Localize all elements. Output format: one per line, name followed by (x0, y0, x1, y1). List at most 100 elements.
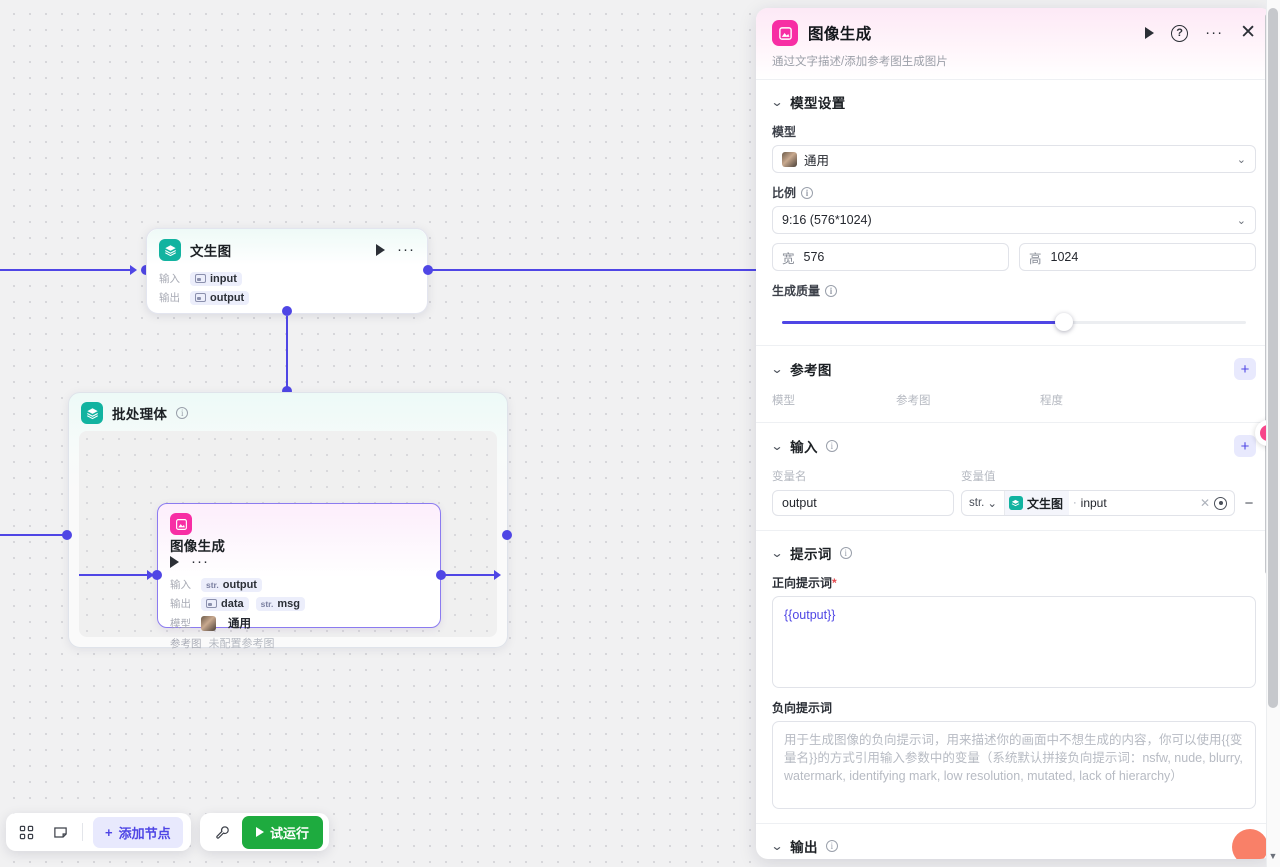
section-header[interactable]: ⌄ 提示词 i (770, 543, 1256, 563)
plus-icon: + (105, 824, 113, 840)
reference-columns: 模型 参考图 程度 (772, 392, 1256, 408)
test-run-label: 试运行 (270, 825, 310, 841)
node-model-value: 通用 (228, 618, 251, 630)
chevron-down-icon[interactable]: ⌄ (770, 839, 784, 853)
wrench-icon[interactable] (210, 820, 234, 844)
node-header: 文生图 ··· (147, 229, 427, 265)
input-type-value: str. (969, 497, 985, 509)
edge-batch-out (445, 574, 499, 576)
section-title: 输入 (790, 440, 818, 455)
node-image-generation[interactable]: 图像生成 ··· 输入 str. output (157, 503, 441, 650)
info-icon[interactable]: i (825, 840, 838, 852)
scroll-down-icon[interactable]: ▼ (1268, 851, 1278, 861)
chevron-down-icon[interactable]: ⌄ (770, 362, 784, 376)
slider-knob[interactable] (1054, 313, 1073, 331)
port-batch-right[interactable] (502, 530, 512, 540)
port-tag-name: input (210, 272, 237, 285)
port-batch-top[interactable] (282, 386, 292, 396)
panel-title: 图像生成 (808, 26, 872, 43)
section-header[interactable]: ⌄ 输出 i (770, 836, 1256, 856)
canvas-toolbar-right[interactable]: 试运行 (200, 813, 330, 851)
more-horizontal-icon[interactable]: ··· (191, 553, 209, 570)
info-icon[interactable]: i (801, 186, 814, 199)
remove-input-button[interactable]: − (1244, 494, 1254, 512)
test-run-button[interactable]: 试运行 (242, 815, 324, 849)
width-input[interactable]: 宽 576 (772, 243, 1009, 271)
edge-incoming-t2i (0, 269, 131, 271)
port-tag: str. output (201, 577, 262, 592)
model-selected-value: 通用 (804, 153, 830, 168)
positive-prompt-input[interactable]: {{output}} (772, 596, 1256, 688)
page-scrollbar-track[interactable]: ▼ (1266, 0, 1280, 867)
floating-assistant-button[interactable] (1232, 829, 1268, 859)
height-input[interactable]: 高 1024 (1019, 243, 1256, 271)
info-icon[interactable]: i (839, 547, 852, 559)
section-header[interactable]: ⌄ 模型设置 (770, 92, 1256, 112)
input-variable-value[interactable]: str. ⌄ 文生图 · input ✕ (961, 490, 1235, 516)
info-icon[interactable]: i (176, 407, 189, 419)
info-icon[interactable]: i (825, 440, 838, 452)
close-icon[interactable]: ✕ (1240, 22, 1256, 43)
canvas-toolbar-left[interactable]: + 添加节点 (6, 813, 191, 851)
chevron-down-icon[interactable]: ⌄ (770, 546, 784, 560)
quality-slider[interactable] (772, 313, 1256, 331)
panel-body[interactable]: ⌄ 模型设置 模型 通用 ⌄ 比例 i 9:16 (576*1024) ⌄ (756, 80, 1272, 859)
more-horizontal-icon[interactable]: ··· (1205, 24, 1224, 41)
port-tag-name: output (210, 291, 245, 304)
section-title: 参考图 (790, 363, 832, 378)
section-header[interactable]: ⌄ 参考图 + (770, 358, 1256, 380)
required-marker: * (832, 576, 837, 590)
batch-inner-canvas[interactable]: 图像生成 ··· 输入 str. output (79, 431, 501, 650)
port-batch-left[interactable] (62, 530, 72, 540)
play-icon[interactable] (376, 244, 385, 256)
chevron-down-icon[interactable]: ⌄ (770, 95, 784, 109)
negative-prompt-input[interactable]: 用于生成图像的负向提示词，用来描述你的画面中不想生成的内容，你可以使用{{变量名… (772, 721, 1256, 809)
port-imggen-input[interactable] (152, 570, 162, 580)
section-input: ⌄ 输入 i + 变量名 变量值 output str. ⌄ (756, 423, 1272, 531)
port-t2i-output[interactable] (423, 265, 433, 275)
node-config-panel[interactable]: 图像生成 ? ··· ✕ 通过文字描述/添加参考图生成图片 ⌄ 模型设置 模型 (756, 8, 1272, 859)
chevron-down-icon: ⌄ (1236, 214, 1246, 227)
grid-icon[interactable] (14, 820, 38, 844)
section-header[interactable]: ⌄ 输入 i + (770, 435, 1256, 457)
chevron-down-icon[interactable]: ⌄ (770, 439, 784, 453)
play-icon[interactable] (1145, 27, 1155, 39)
port-t2i-bottom[interactable] (282, 306, 292, 316)
quality-label-row: 生成质量 i (772, 282, 1256, 299)
node-ports: 输入 str. output 输出 data (158, 571, 440, 661)
port-imggen-output[interactable] (436, 570, 446, 580)
add-node-button[interactable]: + 添加节点 (93, 816, 183, 848)
info-icon[interactable]: i (825, 284, 838, 297)
play-icon[interactable] (170, 556, 179, 568)
more-horizontal-icon[interactable]: ··· (397, 241, 415, 258)
add-input-button[interactable]: + (1234, 435, 1256, 457)
node-batch-container[interactable]: 批处理体 i 图像生成 ··· (68, 392, 508, 650)
section-title: 提示词 (790, 547, 832, 562)
input-reference-field: input (1080, 496, 1107, 510)
input-variable-name[interactable]: output (772, 490, 954, 516)
negative-prompt-label: 负向提示词 (772, 701, 833, 715)
input-type-select[interactable]: str. ⌄ (962, 491, 1005, 515)
reference-column-degree: 程度 (1040, 395, 1063, 407)
page-scrollbar-thumb[interactable] (1268, 8, 1278, 708)
node-title: 图像生成 (170, 539, 226, 554)
node-text-to-image[interactable]: 文生图 ··· 输入 input 输出 (146, 228, 428, 314)
panel-header-actions: ? ··· ✕ (1145, 22, 1256, 43)
sticky-note-icon[interactable] (48, 820, 72, 844)
section-prompt: ⌄ 提示词 i 正向提示词* {{output}} 负向提示词 用于生成图像的负… (756, 531, 1272, 824)
type-label: str. (260, 598, 274, 609)
workflow-canvas[interactable]: 文生图 ··· 输入 input 输出 (0, 0, 760, 867)
ratio-select[interactable]: 9:16 (576*1024) ⌄ (772, 206, 1256, 234)
input-columns: 变量名 变量值 (772, 468, 1256, 484)
node-row-model: 模型 通用 (170, 615, 428, 631)
help-circle-icon[interactable]: ? (1171, 24, 1189, 42)
clear-icon[interactable]: ✕ (1199, 496, 1210, 510)
model-select[interactable]: 通用 ⌄ (772, 145, 1256, 173)
node-ports: 输入 input 输出 output (147, 265, 427, 315)
node-row-label: 输出 (159, 292, 180, 304)
node-row-label: 输入 (170, 579, 191, 591)
port-tag-name: output (222, 578, 257, 591)
target-icon[interactable] (1214, 496, 1227, 510)
node-actions: ··· (376, 241, 415, 258)
add-reference-button[interactable]: + (1234, 358, 1256, 380)
